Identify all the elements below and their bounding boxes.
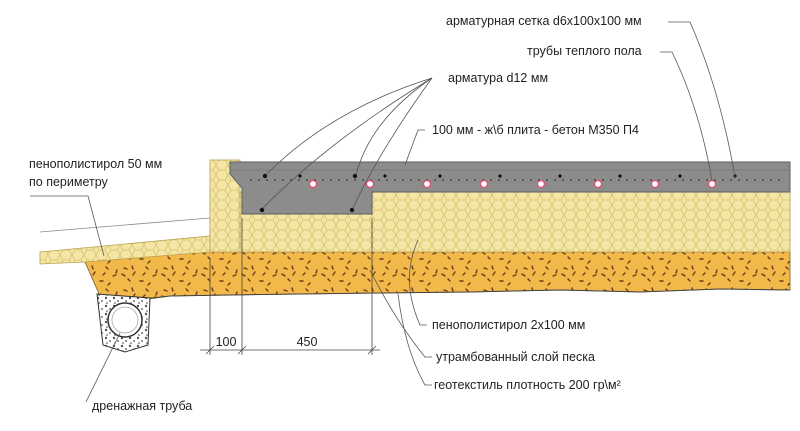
label-sand-layer: утрамбованный слой песка xyxy=(436,350,595,364)
label-eps-2x100: пенополистирол 2х100 мм xyxy=(432,318,585,332)
rebar-dot xyxy=(438,174,442,178)
rebar-dot xyxy=(383,174,387,178)
label-drain-pipe: дренажная труба xyxy=(92,399,192,413)
rebar-dot xyxy=(618,174,622,178)
dimension-450: 450 xyxy=(297,335,318,349)
label-rebar-d12: арматура d12 мм xyxy=(448,71,548,85)
leader-lines xyxy=(30,21,736,403)
heating-pipe xyxy=(479,179,489,189)
drain-pipe-icon xyxy=(107,302,143,338)
heating-pipe xyxy=(650,179,660,189)
drain-pipe-inner xyxy=(111,306,139,334)
label-rebar-mesh: арматурная сетка d6х100х100 мм xyxy=(446,14,642,28)
label-geotextile: геотекстиль плотность 200 гр\м² xyxy=(434,378,621,392)
label-eps-perimeter-2: по периметру xyxy=(29,175,109,189)
heating-pipe xyxy=(536,179,546,189)
geotextile-line xyxy=(99,288,791,301)
rebar-dot xyxy=(259,207,265,213)
rebar-dot xyxy=(349,207,355,213)
label-eps-perimeter-1: пенополистирол 50 мм xyxy=(29,157,162,171)
rebar-dot xyxy=(558,174,562,178)
heating-pipe xyxy=(707,179,717,189)
dimension-lines xyxy=(200,218,380,355)
rebar-dot xyxy=(678,174,682,178)
floor-heating-pipes xyxy=(308,179,717,189)
ground-line xyxy=(39,217,211,233)
heating-pipe xyxy=(422,179,432,189)
eps-perimeter-slope xyxy=(39,235,211,265)
dimension-100: 100 xyxy=(216,335,237,349)
rebar-dot xyxy=(498,174,502,178)
label-concrete-slab: 100 мм - ж\б плита - бетон М350 П4 xyxy=(432,123,639,137)
rebar-dots xyxy=(259,173,737,213)
rebar-dot xyxy=(298,174,302,178)
heating-pipe xyxy=(593,179,603,189)
label-heating-pipes: трубы теплого пола xyxy=(527,44,642,58)
heating-pipe xyxy=(365,179,375,189)
heating-pipe xyxy=(308,179,318,189)
